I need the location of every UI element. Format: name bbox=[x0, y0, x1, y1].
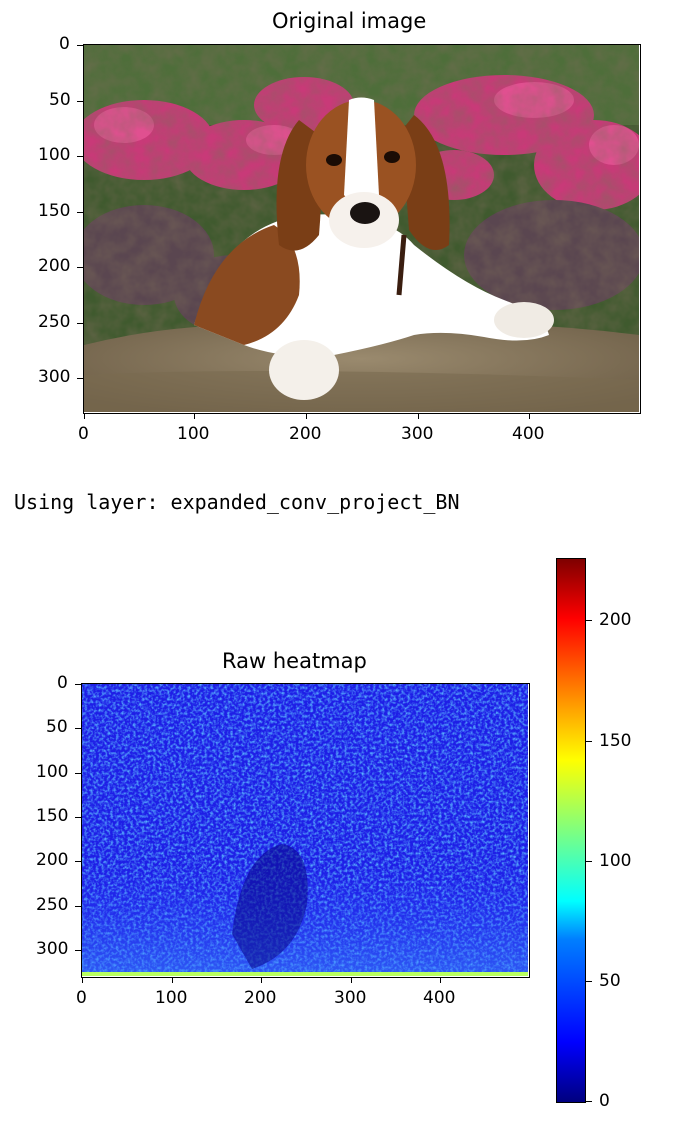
heatmap-x-tick: 0 bbox=[76, 988, 87, 1008]
heatmap-image bbox=[82, 684, 528, 976]
heatmap-y-tick: 150 bbox=[36, 806, 69, 826]
original-x-tick: 100 bbox=[177, 424, 210, 444]
heatmap-x-tick: 400 bbox=[423, 988, 456, 1008]
original-y-tick: 150 bbox=[38, 201, 71, 221]
original-image-title: Original image bbox=[272, 9, 427, 33]
original-y-tick: 200 bbox=[38, 256, 71, 276]
heatmap-y-tick: 250 bbox=[36, 895, 69, 915]
original-y-tick: 250 bbox=[38, 312, 71, 332]
colorbar-tick: 150 bbox=[599, 731, 632, 751]
colorbar-tick: 100 bbox=[599, 851, 632, 871]
heatmap-title: Raw heatmap bbox=[222, 649, 367, 673]
puppy-photo bbox=[84, 45, 639, 412]
original-image-frame bbox=[83, 44, 641, 414]
original-y-tick: 50 bbox=[49, 90, 71, 110]
heatmap-x-tick: 300 bbox=[334, 988, 367, 1008]
heatmap-frame bbox=[81, 683, 530, 978]
layer-log-output: Using layer: expanded_conv_project_BN bbox=[14, 490, 460, 514]
original-y-tick: 100 bbox=[38, 145, 71, 165]
heatmap-y-tick: 0 bbox=[57, 673, 68, 693]
colorbar-tick: 0 bbox=[599, 1091, 610, 1111]
heatmap-y-tick: 300 bbox=[36, 939, 69, 959]
heatmap-x-tick: 200 bbox=[244, 988, 277, 1008]
heatmap-y-tick: 100 bbox=[36, 762, 69, 782]
original-y-tick: 300 bbox=[38, 367, 71, 387]
original-x-tick: 300 bbox=[401, 424, 434, 444]
colorbar-tick: 200 bbox=[599, 610, 632, 630]
colorbar-tick: 50 bbox=[599, 971, 621, 991]
colorbar bbox=[556, 558, 586, 1103]
heatmap-y-tick: 50 bbox=[46, 717, 68, 737]
original-y-tick: 0 bbox=[59, 34, 70, 54]
original-x-tick: 0 bbox=[78, 424, 89, 444]
heatmap-x-tick: 100 bbox=[155, 988, 188, 1008]
original-x-tick: 200 bbox=[289, 424, 322, 444]
original-x-tick: 400 bbox=[512, 424, 545, 444]
heatmap-y-tick: 200 bbox=[36, 850, 69, 870]
